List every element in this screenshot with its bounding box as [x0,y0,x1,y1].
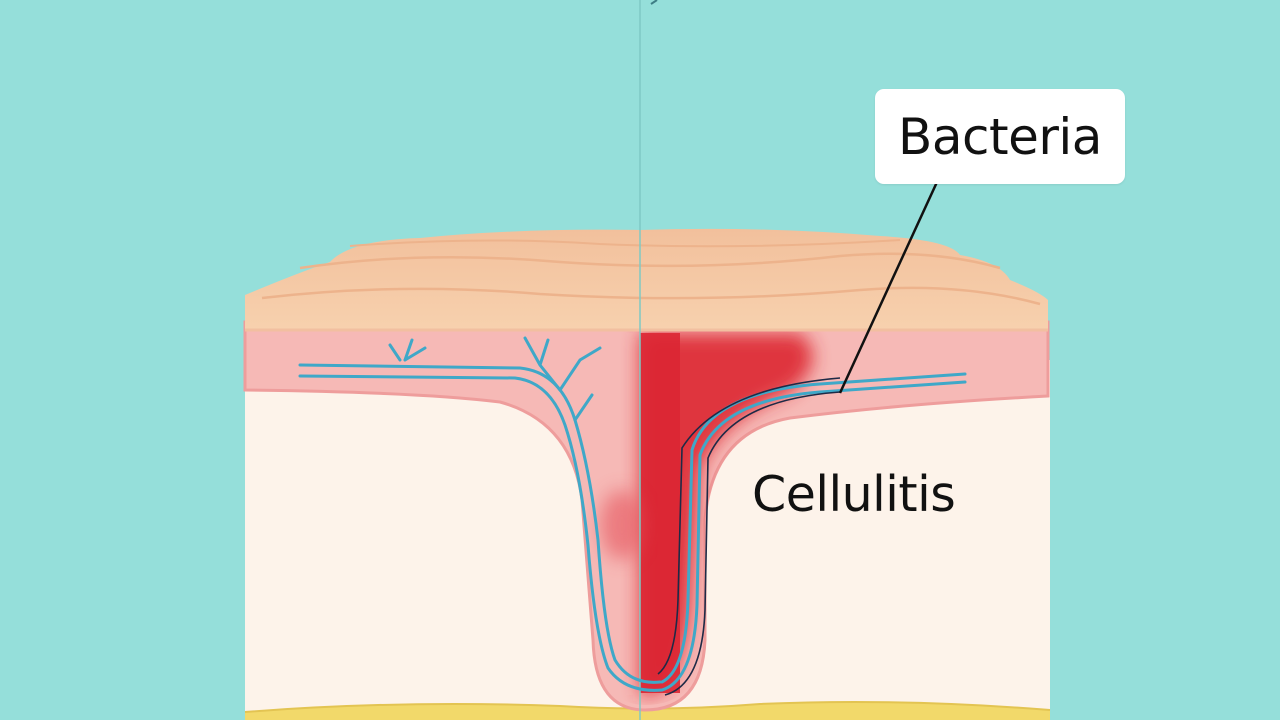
blood-vessel-left [298,336,664,692]
callout-pointer [838,181,939,394]
bacteria-label: Bacteria [898,107,1102,166]
blood-vessel-right [660,372,967,692]
epidermis-layer [245,228,1048,330]
vessel-outline-right [657,377,841,696]
bacteria-callout: Bacteria [875,89,1125,184]
inflammation-area [640,333,813,695]
cellulitis-label: Cellulitis [752,466,956,523]
